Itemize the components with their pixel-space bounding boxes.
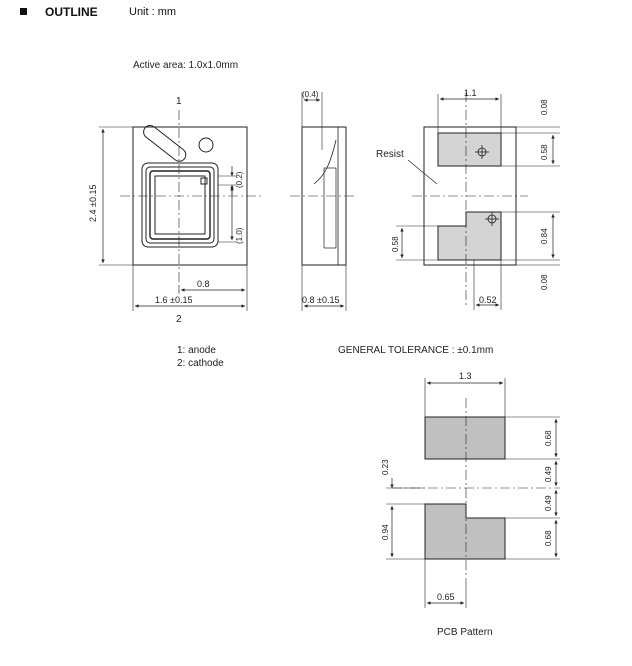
pcb-bottom-pad <box>424 503 506 560</box>
dim-058-left-label: 0.58 <box>391 236 400 252</box>
dim-008-bottom-label: 0.08 <box>540 274 549 290</box>
legend-cathode: 2: cathode <box>177 358 224 369</box>
chip-frame-3 <box>149 170 211 240</box>
pcb-top-pad <box>424 416 506 460</box>
pcb-pattern <box>386 378 560 608</box>
pin-2-label: 2 <box>176 314 182 325</box>
pcb-dim-049-top-label: 0.49 <box>544 466 553 482</box>
chip-frame-2 <box>145 166 215 244</box>
dim-058-right-label: 0.58 <box>540 144 549 160</box>
dim-04-label: (0.4) <box>302 90 319 99</box>
active-area-label: Active area: 1.0x1.0mm <box>133 60 238 71</box>
side-view <box>290 92 356 311</box>
bullet-square-icon <box>20 8 27 15</box>
dim-052-label: 0.52 <box>479 295 497 305</box>
pin-1-label: 1 <box>176 96 182 107</box>
pcb-dim-065-label: 0.65 <box>437 592 455 602</box>
dim-thickness-label: 0.8 ±0.15 <box>302 295 339 305</box>
dim-008-top-label: 0.08 <box>540 99 549 115</box>
dim-width-label: 1.6 ±0.15 <box>155 295 192 305</box>
top-pad <box>437 132 502 167</box>
dim-02-label: (0.2) <box>235 171 244 188</box>
outline-title: OUTLINE <box>45 5 98 19</box>
bond-pad <box>200 177 208 185</box>
pcb-dim-068-top-label: 0.68 <box>544 430 553 446</box>
active-area-square <box>154 175 206 235</box>
legend-anode: 1: anode <box>177 345 216 356</box>
dim-10-label: (1.0) <box>235 227 244 244</box>
mount-hole <box>198 137 214 153</box>
pcb-dim-13-label: 1.3 <box>459 371 472 381</box>
general-tolerance: GENERAL TOLERANCE : ±0.1mm <box>338 345 494 356</box>
resist-label: Resist <box>376 149 404 160</box>
unit-label: Unit : mm <box>129 6 177 18</box>
chip-outer-frame <box>141 162 219 248</box>
dim-084-label: 0.84 <box>540 228 549 244</box>
pcb-pattern-caption: PCB Pattern <box>437 627 493 638</box>
pcb-dim-049-bottom-label: 0.49 <box>544 495 553 511</box>
pcb-dim-068-bottom-label: 0.68 <box>544 530 553 546</box>
front-view <box>99 110 262 311</box>
bond-slot <box>143 125 187 162</box>
dim-08-label: 0.8 <box>197 279 210 289</box>
dim-height-label: 2.4 ±0.15 <box>88 185 98 222</box>
pcb-dim-023-label: 0.23 <box>381 459 390 475</box>
bottom-view <box>396 92 560 310</box>
pcb-dim-094-label: 0.94 <box>381 524 390 540</box>
dim-11-label: 1.1 <box>464 88 477 98</box>
